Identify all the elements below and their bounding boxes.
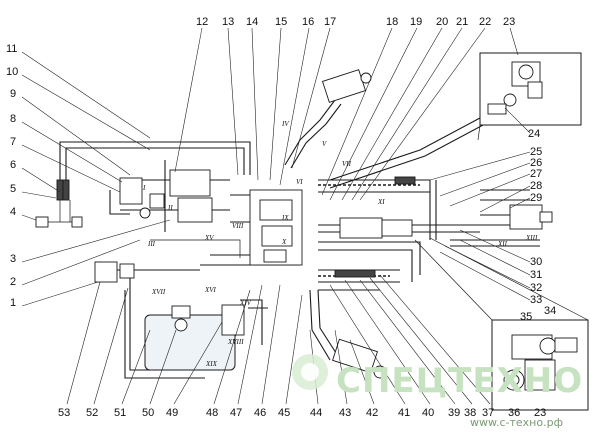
callout-number: 38 xyxy=(464,407,476,419)
callout-number: 23 xyxy=(534,407,546,419)
callout-number: 27 xyxy=(530,168,542,180)
roman-label: XVII xyxy=(151,288,166,296)
callout-number: 42 xyxy=(366,407,378,419)
callout-number: 8 xyxy=(10,113,16,125)
labels-bottom: 53 52 51 50 49 48 47 46 45 44 43 42 41 4… xyxy=(58,407,546,419)
leader-lines xyxy=(21,27,531,405)
roman-label: V xyxy=(322,140,327,148)
roman-label: XII xyxy=(497,240,508,248)
callout-number: 9 xyxy=(10,88,16,100)
callout-number: 1 xyxy=(10,297,16,309)
roman-label: XI xyxy=(377,198,385,206)
callout-number: 7 xyxy=(10,136,16,148)
callout-number: 5 xyxy=(10,183,16,195)
roman-label: XV xyxy=(204,234,214,242)
roman-label: X xyxy=(281,238,287,246)
roman-label: XVI xyxy=(204,286,217,294)
callout-number: 18 xyxy=(386,16,398,28)
callout-number: 47 xyxy=(230,407,242,419)
callout-number: 21 xyxy=(456,16,468,28)
roman-label: VII xyxy=(342,160,352,168)
callout-number: 51 xyxy=(114,407,126,419)
roman-label: II xyxy=(167,204,173,212)
callout-number: 2 xyxy=(10,276,16,288)
labels-top: 12 13 14 15 16 17 18 19 20 21 22 23 xyxy=(196,16,515,28)
callout-number: 34 xyxy=(544,305,556,317)
callout-number: 25 xyxy=(530,146,542,158)
callout-number: 17 xyxy=(324,16,336,28)
roman-label: XIII xyxy=(525,234,538,242)
callout-number: 31 xyxy=(530,269,542,281)
callout-number: 39 xyxy=(448,407,460,419)
callout-number: 16 xyxy=(302,16,314,28)
callout-number: 45 xyxy=(278,407,290,419)
callout-number: 37 xyxy=(482,407,494,419)
callout-number: 20 xyxy=(436,16,448,28)
callout-number: 49 xyxy=(166,407,178,419)
callout-number: 53 xyxy=(58,407,70,419)
callout-number: 6 xyxy=(10,159,16,171)
labels-right: 24 25 26 27 28 29 30 31 32 33 34 35 xyxy=(520,128,556,323)
callout-number: 19 xyxy=(410,16,422,28)
callout-number: 10 xyxy=(6,66,18,78)
watermark-brand: СПЕЦТЕХНО xyxy=(336,361,583,401)
labels-left: 11 10 9 8 7 6 5 4 3 2 1 xyxy=(6,43,18,309)
callout-number: 28 xyxy=(530,180,542,192)
roman-label: VI xyxy=(296,178,303,186)
callout-number: 52 xyxy=(86,407,98,419)
roman-label: VIII xyxy=(232,222,244,230)
watermark: СПЕЦТЕХНО www.c-техно.рф xyxy=(292,354,583,429)
roman-label: IX xyxy=(281,214,289,222)
callout-number: 40 xyxy=(422,407,434,419)
watermark-url: www.c-техно.рф xyxy=(470,416,563,429)
inset-detail-bottom xyxy=(491,319,589,411)
components xyxy=(35,69,553,379)
callout-number: 13 xyxy=(222,16,234,28)
roman-label: IV xyxy=(281,120,289,128)
callout-number: 48 xyxy=(206,407,218,419)
callout-number: 43 xyxy=(339,407,351,419)
callout-number: 41 xyxy=(398,407,410,419)
roman-label: XIV xyxy=(239,299,252,307)
callout-number: 50 xyxy=(142,407,154,419)
callout-number: 35 xyxy=(520,311,532,323)
inset-detail-top xyxy=(479,52,582,126)
callout-number: 24 xyxy=(528,128,540,140)
callout-number: 26 xyxy=(530,157,542,169)
roman-label: XVIII xyxy=(227,338,244,346)
callout-number: 22 xyxy=(479,16,491,28)
callout-number: 46 xyxy=(254,407,266,419)
callout-number: 32 xyxy=(530,282,542,294)
callout-number: 15 xyxy=(275,16,287,28)
callout-number: 33 xyxy=(530,294,542,306)
callout-number: 23 xyxy=(503,16,515,28)
callout-number: 4 xyxy=(10,206,16,218)
callout-number: 14 xyxy=(246,16,258,28)
roman-label: I xyxy=(142,184,146,192)
callout-number: 44 xyxy=(310,407,322,419)
callout-number: 36 xyxy=(508,407,520,419)
callout-number: 29 xyxy=(530,192,542,204)
callout-number: 11 xyxy=(6,43,17,55)
callout-number: 12 xyxy=(196,16,208,28)
callout-number: 3 xyxy=(10,253,16,265)
callout-number: 30 xyxy=(530,256,542,268)
roman-label: III xyxy=(147,240,156,248)
roman-labels: I II III IV V VI VII VIII IX X XI XII XI… xyxy=(142,120,538,368)
roman-label: XIX xyxy=(205,360,218,368)
